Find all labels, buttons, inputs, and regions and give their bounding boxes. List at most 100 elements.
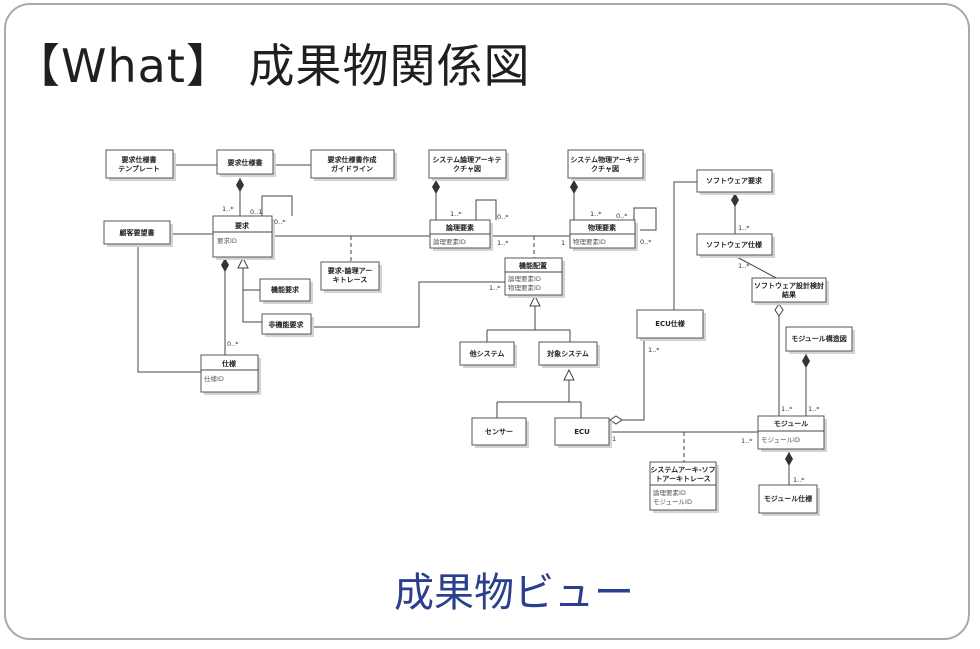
composition-diamond xyxy=(785,452,793,466)
box-label: ガイドライン xyxy=(331,164,373,173)
box-label: ソフトウェア要求 xyxy=(706,176,763,185)
box-attr: 論理要素ID xyxy=(508,274,541,283)
link-phys-swreq xyxy=(673,181,697,238)
link-target-parts xyxy=(496,378,582,418)
multiplicity: 1..* xyxy=(590,210,602,218)
multiplicity: 1..* xyxy=(648,346,660,354)
multiplicity: 1..* xyxy=(781,405,793,413)
box-label: モジュール構造図 xyxy=(791,334,847,343)
func-alloc-box: 機能配置 論理要素ID 物理要素ID xyxy=(504,257,565,298)
box-label: システム物理アーキテ xyxy=(570,155,639,164)
sensor-box: センサー xyxy=(471,417,529,448)
box-label: システム論理アーキテ xyxy=(432,155,501,164)
box-label: 機能要求 xyxy=(271,285,300,294)
req-spec-doc-box: 要求仕様書 xyxy=(216,149,276,177)
box-label: キトレース xyxy=(333,276,368,284)
module-spec-box: モジュール仕様 xyxy=(758,484,820,516)
link-phys-self xyxy=(633,207,657,231)
func-req-box: 機能要求 xyxy=(259,278,313,304)
sw-spec-box: ソフトウェア仕様 xyxy=(696,233,775,258)
box-label: 要求仕様書 xyxy=(122,155,157,164)
box-attr: モジュールID xyxy=(761,436,800,444)
link-ecuspec-ecu xyxy=(622,340,645,421)
link-nonfunc-requirement xyxy=(242,268,262,323)
box-label: クチャ図 xyxy=(453,164,481,173)
box-label: 結果 xyxy=(782,290,796,299)
link-customer-spec xyxy=(137,246,201,373)
multiplicity: 0..* xyxy=(274,218,286,226)
box-label: 仕様 xyxy=(221,359,237,368)
box-label: モジュール xyxy=(774,420,809,428)
sys-sw-trace-box: システムアーキ-ソフ トアーキトレース 論理要素ID モジュールID xyxy=(649,461,719,513)
box-label: 論理要素 xyxy=(446,223,474,232)
ecu-spec-box: ECU仕様 xyxy=(636,309,706,341)
module-struct-box: モジュール構造図 xyxy=(785,326,855,354)
box-label: 要求仕様書作成 xyxy=(328,155,377,164)
box-attr: 物理要素ID xyxy=(573,237,606,246)
box-attr: 仕様ID xyxy=(204,374,224,383)
phys-elem-box: 物理要素 物理要素ID xyxy=(569,219,638,251)
link-swspec-design xyxy=(734,255,781,281)
multiplicity: 1..* xyxy=(741,437,753,445)
ecu-box: ECU xyxy=(554,417,612,448)
box-label: ソフトウェア設計検討 xyxy=(754,281,824,290)
box-label: テンプレート xyxy=(118,164,160,173)
generalization-arrow xyxy=(529,294,541,307)
box-label: 要求-論理アー xyxy=(328,266,373,275)
composition-diamond xyxy=(432,180,440,194)
slide-title: 【What】 成果物関係図 xyxy=(14,39,531,93)
link-nonfunc-alloc xyxy=(311,281,505,328)
multiplicity: 1..* xyxy=(450,210,462,218)
sys-phys-arch-box: システム物理アーキテ クチャ図 xyxy=(567,149,646,181)
view-caption: 成果物ビュー xyxy=(394,570,634,616)
generalization-arrow xyxy=(237,256,249,269)
multiplicity: 0..* xyxy=(616,212,628,220)
composition-diamond xyxy=(802,354,810,368)
multiplicity: 1 xyxy=(561,239,565,247)
box-label: 機能配置 xyxy=(519,261,547,270)
box-label: 対象システム xyxy=(546,349,589,358)
req-logic-trace-box: 要求-論理アー キトレース xyxy=(320,261,382,293)
sw-req-box: ソフトウェア要求 xyxy=(696,169,775,195)
box-label: 他システム xyxy=(469,349,505,358)
multiplicity: 1..* xyxy=(738,224,750,232)
multiplicity: 0..* xyxy=(227,340,239,348)
sys-logic-arch-box: システム論理アーキテ クチャ図 xyxy=(428,149,509,181)
box-label: ECU仕様 xyxy=(655,319,686,328)
requirement-box: 要求 要求ID xyxy=(212,215,275,260)
link-requirement-self xyxy=(261,195,293,216)
box-label: 非機能要求 xyxy=(269,320,305,329)
req-guideline-box: 要求仕様書作成 ガイドライン xyxy=(310,149,397,181)
target-system-box: 対象システム xyxy=(538,341,600,368)
box-attr: モジュールID xyxy=(653,498,692,506)
multiplicity: 1..* xyxy=(222,205,234,213)
box-label: 物理要素 xyxy=(588,223,616,232)
customer-req-box: 顧客要望書 xyxy=(103,220,173,247)
box-label: 要求仕様書 xyxy=(228,158,263,167)
box-label: センサー xyxy=(485,428,513,436)
link-logic-self xyxy=(475,199,497,220)
box-label: ECU xyxy=(574,428,590,436)
box-attr: 要求ID xyxy=(217,236,237,245)
box-attr: 論理要素ID xyxy=(433,237,466,246)
aggregation-diamond xyxy=(609,415,623,425)
box-label: システムアーキ-ソフ xyxy=(650,466,715,474)
composition-diamond xyxy=(236,178,244,192)
logic-elem-box: 論理要素 論理要素ID xyxy=(429,219,493,251)
multiplicity: 1 xyxy=(612,435,616,443)
box-label: 顧客要望書 xyxy=(120,228,155,237)
box-label: クチャ図 xyxy=(591,164,619,173)
composition-diamond xyxy=(731,193,739,207)
generalization-arrow xyxy=(563,368,575,381)
box-label: 要求 xyxy=(235,221,250,230)
multiplicity: 1..* xyxy=(497,239,509,247)
multiplicity: 1..* xyxy=(793,476,805,484)
multiplicity: 1..* xyxy=(489,284,501,292)
composition-diamond xyxy=(570,180,578,194)
spec-box: 仕様 仕様ID xyxy=(200,354,261,395)
other-system-box: 他システム xyxy=(459,341,517,368)
box-label: トアーキトレース xyxy=(655,475,710,483)
sw-design-box: ソフトウェア設計検討 結果 xyxy=(751,277,829,305)
multiplicity: 1..* xyxy=(808,405,820,413)
